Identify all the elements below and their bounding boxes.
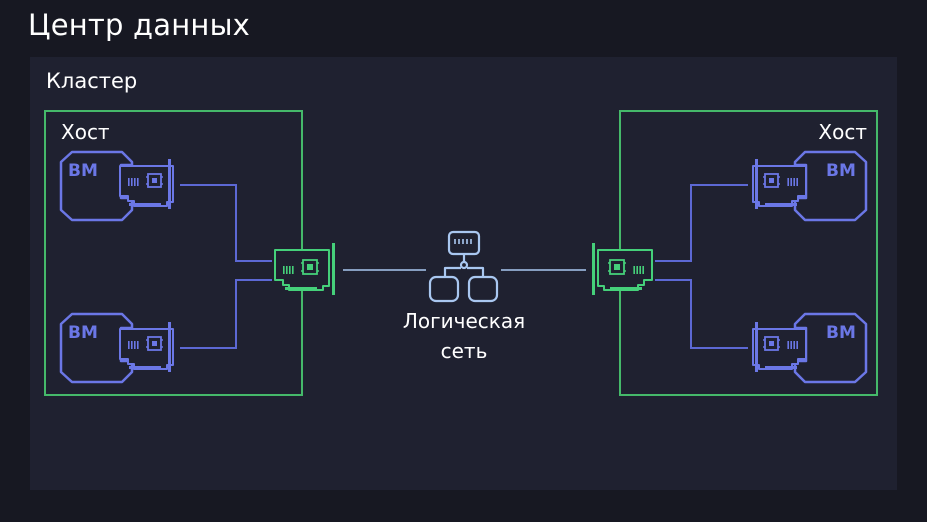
vm-left-1: ВМ: [59, 150, 174, 222]
vm-left-2-label: ВМ: [68, 323, 98, 343]
vm-left-2: ВМ: [59, 312, 174, 384]
vm-right-1: ВМ: [752, 150, 868, 222]
network-label-line1: Логическая: [403, 309, 525, 333]
vnic-right-1-icon: [752, 158, 807, 210]
right-host-connectors: [655, 184, 748, 349]
pnic-right-icon: [591, 242, 653, 296]
vnic-left-2-icon: [119, 321, 174, 373]
vm-right-2: ВМ: [752, 312, 868, 384]
network-label-line2: сеть: [441, 339, 488, 363]
vm-left-1-label: ВМ: [68, 161, 98, 181]
host-left-label: Хост: [61, 120, 110, 144]
vm-right-1-label: ВМ: [826, 161, 856, 181]
vnic-left-1-icon: [119, 158, 174, 210]
pnic-left-icon: [274, 242, 336, 296]
host-right-label: Хост: [818, 120, 867, 144]
vm-right-2-label: ВМ: [826, 323, 856, 343]
cluster-label: Кластер: [46, 69, 138, 93]
page-title: Центр данных: [28, 8, 251, 42]
logical-network-icon: [428, 230, 499, 303]
left-host-connectors: [180, 184, 272, 349]
cluster-panel: Кластер Хост Хост: [30, 57, 897, 490]
vnic-right-2-icon: [752, 321, 807, 373]
